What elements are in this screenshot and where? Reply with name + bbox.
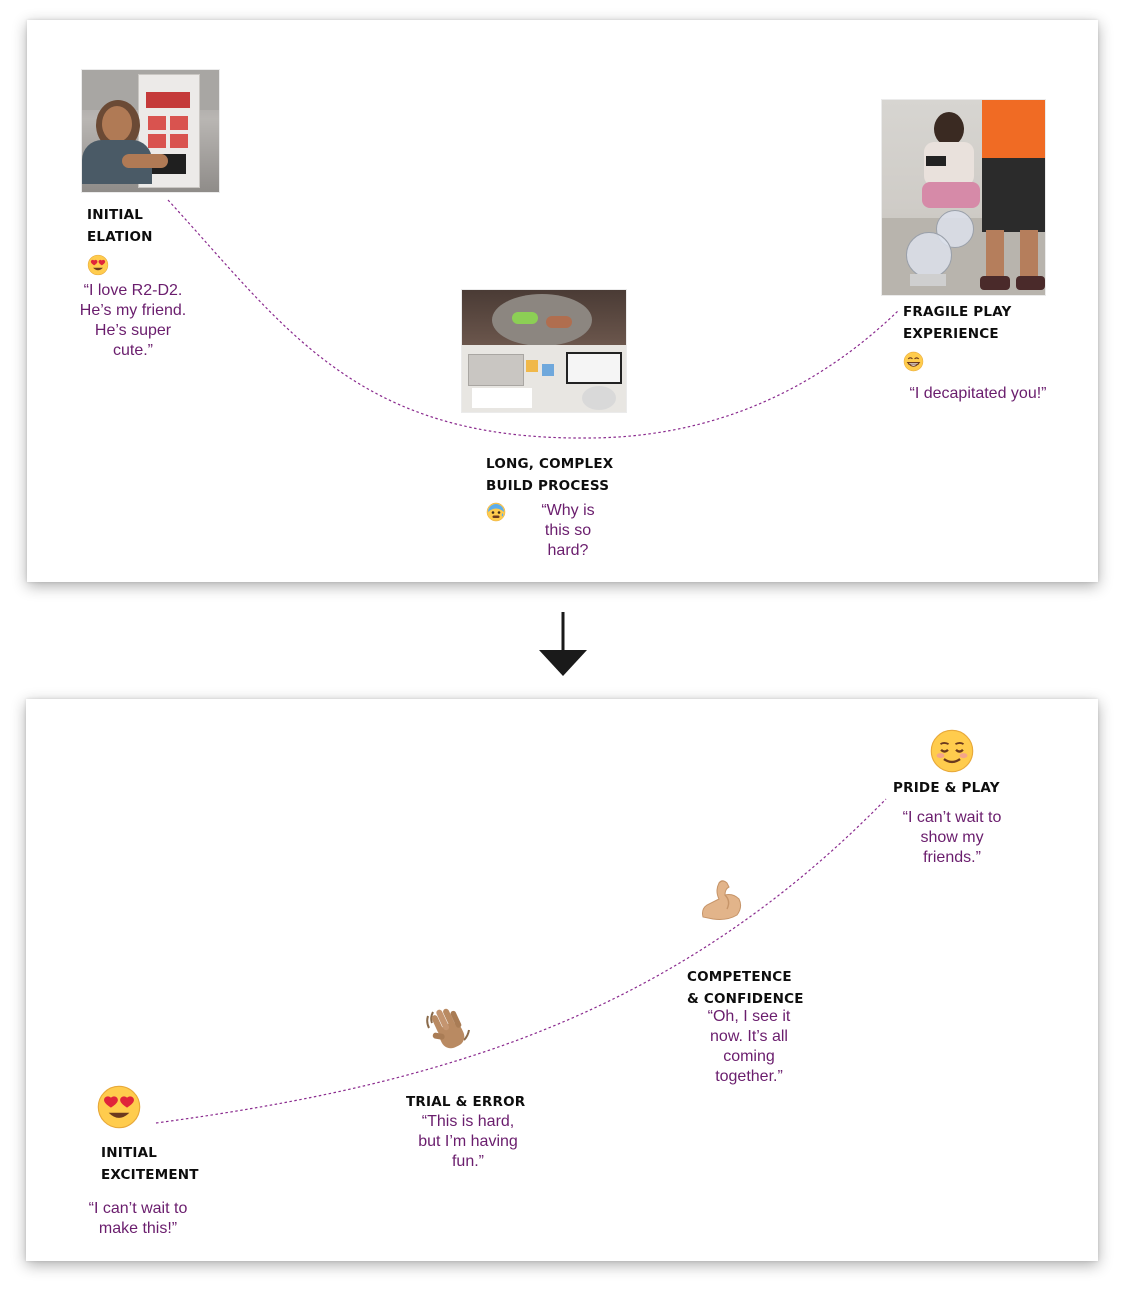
stage-label: INITIAL ELATION xyxy=(87,204,153,248)
building-kit-parts-photo xyxy=(462,290,626,412)
stage-label: COMPETENCE & CONFIDENCE xyxy=(687,966,804,1010)
girl-hugging-r2d2-box-photo xyxy=(82,70,219,192)
kids-playing-with-droid-photo xyxy=(882,100,1045,295)
stage-label: TRIAL & ERROR xyxy=(406,1091,525,1113)
stage-quote: “I love R2-D2. He’s my friend. He’s supe… xyxy=(65,281,201,361)
stage-quote: “I can’t wait to show my friends.” xyxy=(882,808,1022,868)
stage-quote: “I can’t wait to make this!” xyxy=(70,1199,206,1239)
stage-label: INITIAL EXCITEMENT xyxy=(101,1142,199,1186)
improved-experience-panel: INITIAL EXCITEMENT “I can’t wait to make… xyxy=(26,699,1098,1261)
grinning-face-icon xyxy=(903,351,924,372)
stage-quote: “Oh, I see it now. It’s all coming toget… xyxy=(691,1007,807,1087)
stage-quote: “This is hard, but I’m having fun.” xyxy=(398,1112,538,1172)
stage-label: PRIDE & PLAY xyxy=(893,777,1000,799)
heart-eyes-face-icon xyxy=(96,1084,142,1130)
stage-label: FRAGILE PLAY EXPERIENCE xyxy=(903,301,1012,345)
stage-quote: “Why is this so hard? xyxy=(518,501,618,561)
flexed-biceps-icon xyxy=(697,875,745,923)
waving-hand-icon xyxy=(424,1004,472,1052)
heart-eyes-face-icon xyxy=(87,254,109,276)
stage-quote: “I decapitated you!” xyxy=(893,384,1063,404)
anxious-sweat-face-icon xyxy=(486,502,506,522)
stage-label: LONG, COMPLEX BUILD PROCESS xyxy=(486,453,613,497)
smiling-face-icon xyxy=(929,728,975,774)
current-experience-panel: INITIAL ELATION “I love R2-D2. He’s my f… xyxy=(27,20,1098,582)
down-arrow-icon xyxy=(537,612,589,678)
